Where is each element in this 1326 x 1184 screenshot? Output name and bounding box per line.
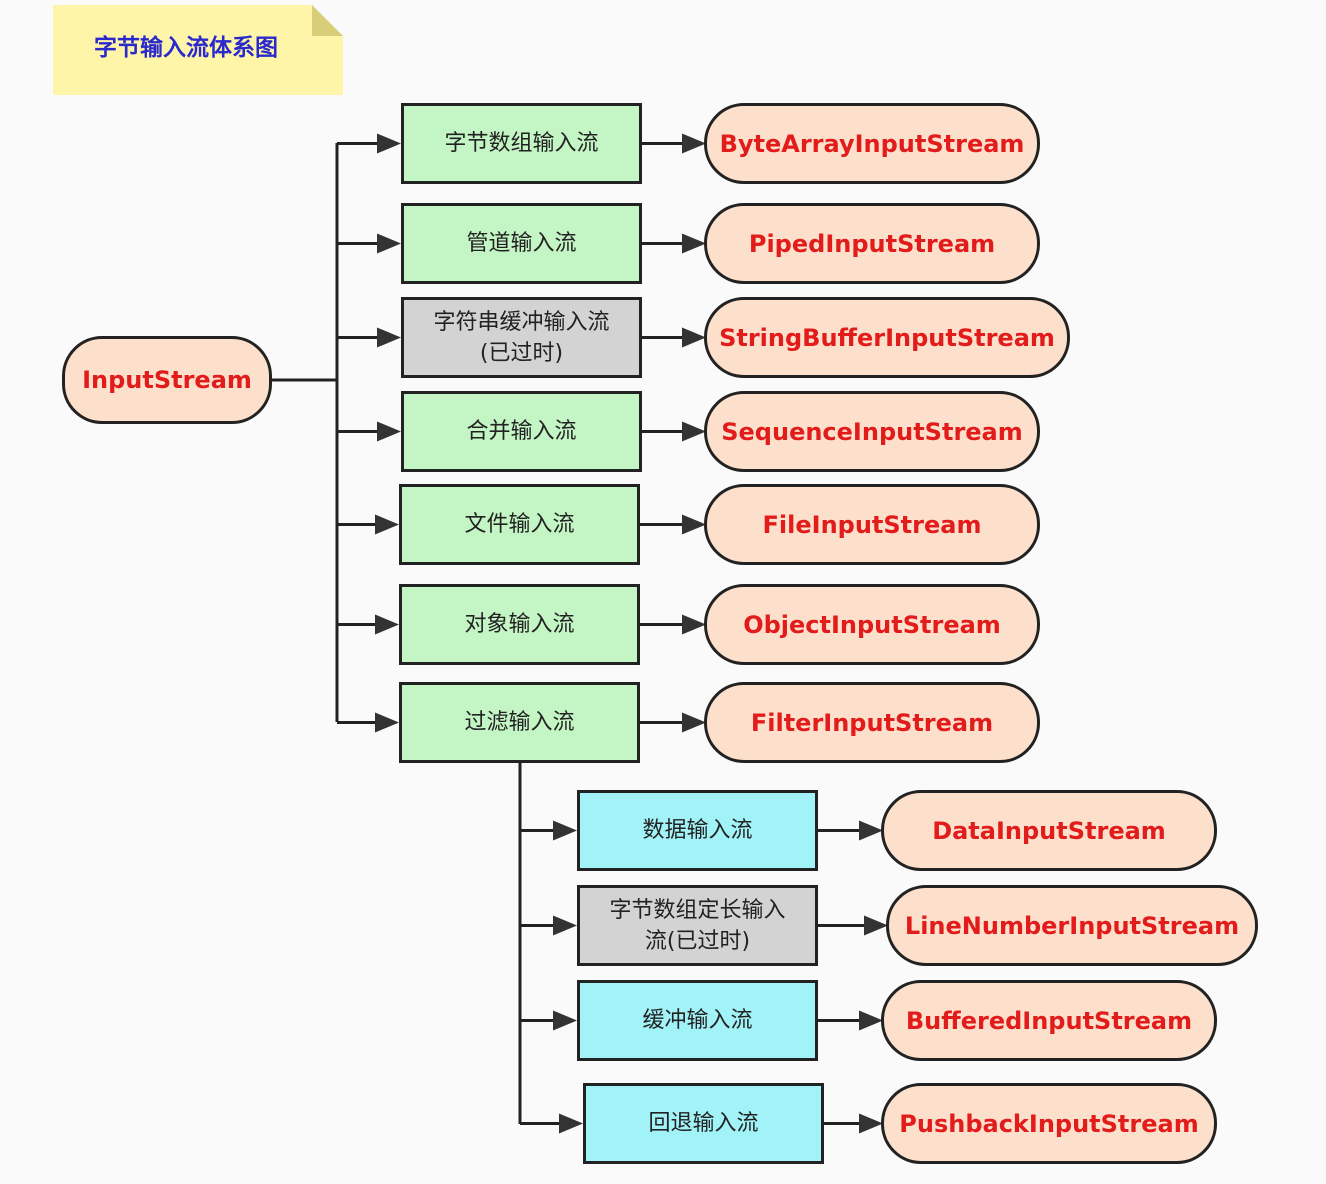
level1-class-label: SequenceInputStream bbox=[721, 417, 1023, 446]
level1-category-box[interactable]: 合并输入流 bbox=[401, 391, 642, 472]
level1-to-class-arrowhead-icon bbox=[682, 233, 706, 254]
level2-category-box[interactable]: 数据输入流 bbox=[577, 790, 818, 871]
level2-category-box[interactable]: 字节数组定长输入流(已过时) bbox=[577, 885, 818, 966]
level1-class-node[interactable]: ObjectInputStream bbox=[704, 584, 1040, 665]
level2-branch-0-arrowhead-icon bbox=[553, 820, 577, 841]
level1-branch-4-arrowhead-icon bbox=[375, 514, 399, 535]
level1-category-box[interactable]: 管道输入流 bbox=[401, 203, 642, 284]
level1-class-node[interactable]: SequenceInputStream bbox=[704, 391, 1040, 472]
title-note bbox=[53, 5, 343, 95]
level2-class-node[interactable]: BufferedInputStream bbox=[881, 980, 1217, 1061]
level2-class-label: DataInputStream bbox=[932, 816, 1166, 845]
level2-branch-2-arrowhead-icon bbox=[553, 1010, 577, 1031]
level2-to-class-arrowhead-icon bbox=[864, 915, 888, 936]
level2-class-node[interactable]: PushbackInputStream bbox=[881, 1083, 1217, 1164]
level2-class-node[interactable]: LineNumberInputStream bbox=[886, 885, 1258, 966]
level1-branch-0-arrowhead-icon bbox=[377, 133, 401, 154]
level1-category-box[interactable]: 字节数组输入流 bbox=[401, 103, 642, 184]
root-node-inputstream[interactable]: InputStream bbox=[62, 336, 272, 424]
level1-class-label: ByteArrayInputStream bbox=[719, 129, 1025, 158]
level2-to-class-arrowhead-icon bbox=[859, 1010, 883, 1031]
level1-class-label: FileInputStream bbox=[762, 510, 982, 539]
level1-branch-5-arrowhead-icon bbox=[375, 614, 399, 635]
level1-category-label: 字节数组输入流 bbox=[444, 131, 599, 156]
diagram-title: 字节输入流体系图 bbox=[94, 35, 278, 61]
level1-class-label: PipedInputStream bbox=[748, 229, 996, 258]
level1-category-box[interactable]: 字符串缓冲输入流(已过时) bbox=[401, 297, 642, 378]
level1-category-label: 文件输入流 bbox=[464, 512, 575, 537]
level1-category-label: 过滤输入流 bbox=[464, 710, 575, 735]
level2-class-label: BufferedInputStream bbox=[905, 1006, 1193, 1035]
level1-to-class-arrowhead-icon bbox=[682, 712, 706, 733]
level2-category-box[interactable]: 缓冲输入流 bbox=[577, 980, 818, 1061]
level1-category-label: 对象输入流 bbox=[464, 612, 575, 637]
level1-branch-3-arrowhead-icon bbox=[377, 421, 401, 442]
level1-branch-2-arrowhead-icon bbox=[377, 327, 401, 348]
level1-category-box[interactable]: 对象输入流 bbox=[399, 584, 640, 665]
level1-category-box[interactable]: 过滤输入流 bbox=[399, 682, 640, 763]
level1-class-label: FilterInputStream bbox=[750, 708, 994, 737]
level1-class-label: ObjectInputStream bbox=[743, 610, 1001, 639]
level2-branch-3-arrowhead-icon bbox=[559, 1113, 583, 1134]
level1-class-node[interactable]: PipedInputStream bbox=[704, 203, 1040, 284]
level1-category-label: 合并输入流 bbox=[466, 419, 577, 444]
level1-class-label: StringBufferInputStream bbox=[719, 323, 1055, 352]
level1-category-label: 字符串缓冲输入流(已过时) bbox=[433, 309, 610, 366]
level1-class-node[interactable]: StringBufferInputStream bbox=[704, 297, 1070, 378]
level1-class-node[interactable]: ByteArrayInputStream bbox=[704, 103, 1040, 184]
level2-category-label: 缓冲输入流 bbox=[642, 1008, 753, 1033]
level2-branch-1-arrowhead-icon bbox=[553, 915, 577, 936]
level1-to-class-arrowhead-icon bbox=[682, 514, 706, 535]
level1-category-box[interactable]: 文件输入流 bbox=[399, 484, 640, 565]
level2-class-node[interactable]: DataInputStream bbox=[881, 790, 1217, 871]
level2-category-label: 数据输入流 bbox=[642, 818, 753, 843]
level2-to-class-arrowhead-icon bbox=[859, 820, 883, 841]
level1-to-class-arrowhead-icon bbox=[682, 614, 706, 635]
level2-class-label: LineNumberInputStream bbox=[904, 911, 1240, 940]
level1-to-class-arrowhead-icon bbox=[682, 133, 706, 154]
level2-category-box[interactable]: 回退输入流 bbox=[583, 1083, 824, 1164]
level2-category-label: 字节数组定长输入流(已过时) bbox=[609, 897, 786, 954]
level2-class-label: PushbackInputStream bbox=[899, 1109, 1199, 1138]
level1-to-class-arrowhead-icon bbox=[682, 327, 706, 348]
level1-branch-1-arrowhead-icon bbox=[377, 233, 401, 254]
level2-to-class-arrowhead-icon bbox=[859, 1113, 883, 1134]
level1-class-node[interactable]: FilterInputStream bbox=[704, 682, 1040, 763]
level2-category-label: 回退输入流 bbox=[648, 1111, 759, 1136]
level1-to-class-arrowhead-icon bbox=[682, 421, 706, 442]
level1-category-label: 管道输入流 bbox=[466, 231, 577, 256]
level1-branch-6-arrowhead-icon bbox=[375, 712, 399, 733]
level1-class-node[interactable]: FileInputStream bbox=[704, 484, 1040, 565]
